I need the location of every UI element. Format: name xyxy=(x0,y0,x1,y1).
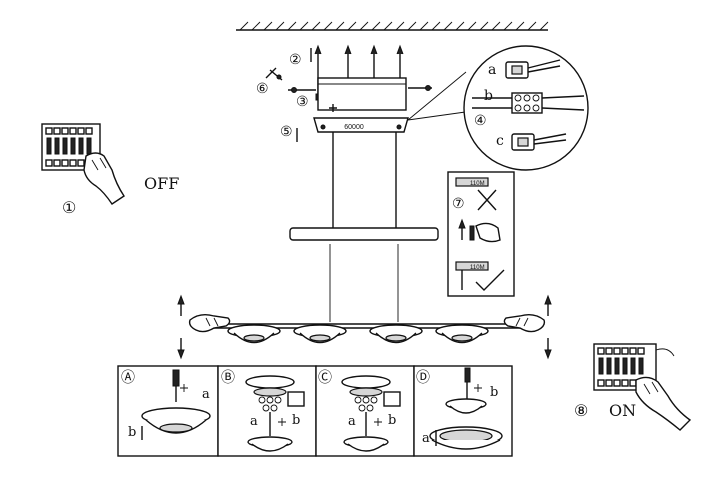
panel-B-label-a: a xyxy=(250,414,258,429)
zoom-label-c: c xyxy=(496,133,504,149)
hand-off-icon xyxy=(83,152,125,205)
step-1-label: ① xyxy=(62,198,76,217)
panel-D-label-a: a xyxy=(422,431,430,446)
hand-adjust-icon xyxy=(458,218,501,243)
panel-A-label-b: b xyxy=(128,425,136,440)
cross-icon xyxy=(477,189,497,211)
ceiling xyxy=(236,21,549,31)
panel-C: Ⓒ a b xyxy=(315,365,415,457)
adjust-arrows xyxy=(177,294,552,360)
tag-bottom-label: 110M xyxy=(470,265,485,271)
lamp-3 xyxy=(369,324,423,344)
step-8-label: ⑧ xyxy=(574,401,588,420)
switch-on-label: ON xyxy=(609,401,636,420)
panel-A: Ⓐ a b xyxy=(117,365,219,457)
step-3-label: ③ xyxy=(296,94,309,110)
connector-detail: a b ④ c xyxy=(463,45,589,171)
panel-D: Ⓓ b a xyxy=(413,365,513,457)
panel-D-title: Ⓓ xyxy=(416,370,430,386)
breaker-panel-off xyxy=(41,123,101,171)
lamp-1 xyxy=(227,324,281,344)
canopy-mark: 60000 xyxy=(344,124,364,131)
middle-bar xyxy=(289,227,439,241)
breaker-panel-on xyxy=(593,343,675,391)
screwdriver-icon xyxy=(265,67,283,81)
zoom-leader xyxy=(407,71,467,121)
panel-A-label-a: a xyxy=(202,387,210,402)
suspension-cables xyxy=(329,132,399,322)
connector-a-icon xyxy=(505,59,561,79)
panel-B: Ⓑ a b xyxy=(217,365,317,457)
connector-c-icon xyxy=(511,133,567,151)
step-2-label: ② xyxy=(289,52,302,68)
panel-D-label-b: b xyxy=(490,385,498,400)
terminal-block-icon xyxy=(472,92,585,114)
zoom-label-b: b xyxy=(484,88,493,104)
panel-C-label-a: a xyxy=(348,414,356,429)
panel-C-label-b: b xyxy=(388,413,396,428)
switch-off-label: OFF xyxy=(144,174,179,193)
step-6-label: ⑥ xyxy=(256,81,269,97)
panel-B-label-b: b xyxy=(292,413,300,428)
hand-left-icon xyxy=(188,313,231,333)
check-icon xyxy=(475,269,505,291)
step-5-label: ⑤ xyxy=(280,124,293,140)
panel-B-title: Ⓑ xyxy=(221,370,235,386)
canopy: 60000 xyxy=(313,117,409,133)
lamp-shades xyxy=(227,324,489,344)
lamp-4 xyxy=(435,324,489,344)
mounting-bracket xyxy=(288,77,432,112)
step-7-box: 110M ⑦ 110M xyxy=(447,171,515,297)
step-4-label: ④ xyxy=(474,113,487,129)
step-7-label: ⑦ xyxy=(452,196,465,212)
zoom-label-a: a xyxy=(488,62,496,78)
tag-top-label: 110M xyxy=(470,181,485,187)
hand-on-icon xyxy=(635,376,692,431)
panel-C-title: Ⓒ xyxy=(318,370,332,386)
hand-right-icon xyxy=(503,313,546,333)
panel-A-title: Ⓐ xyxy=(121,370,135,386)
lamp-2 xyxy=(293,324,347,344)
